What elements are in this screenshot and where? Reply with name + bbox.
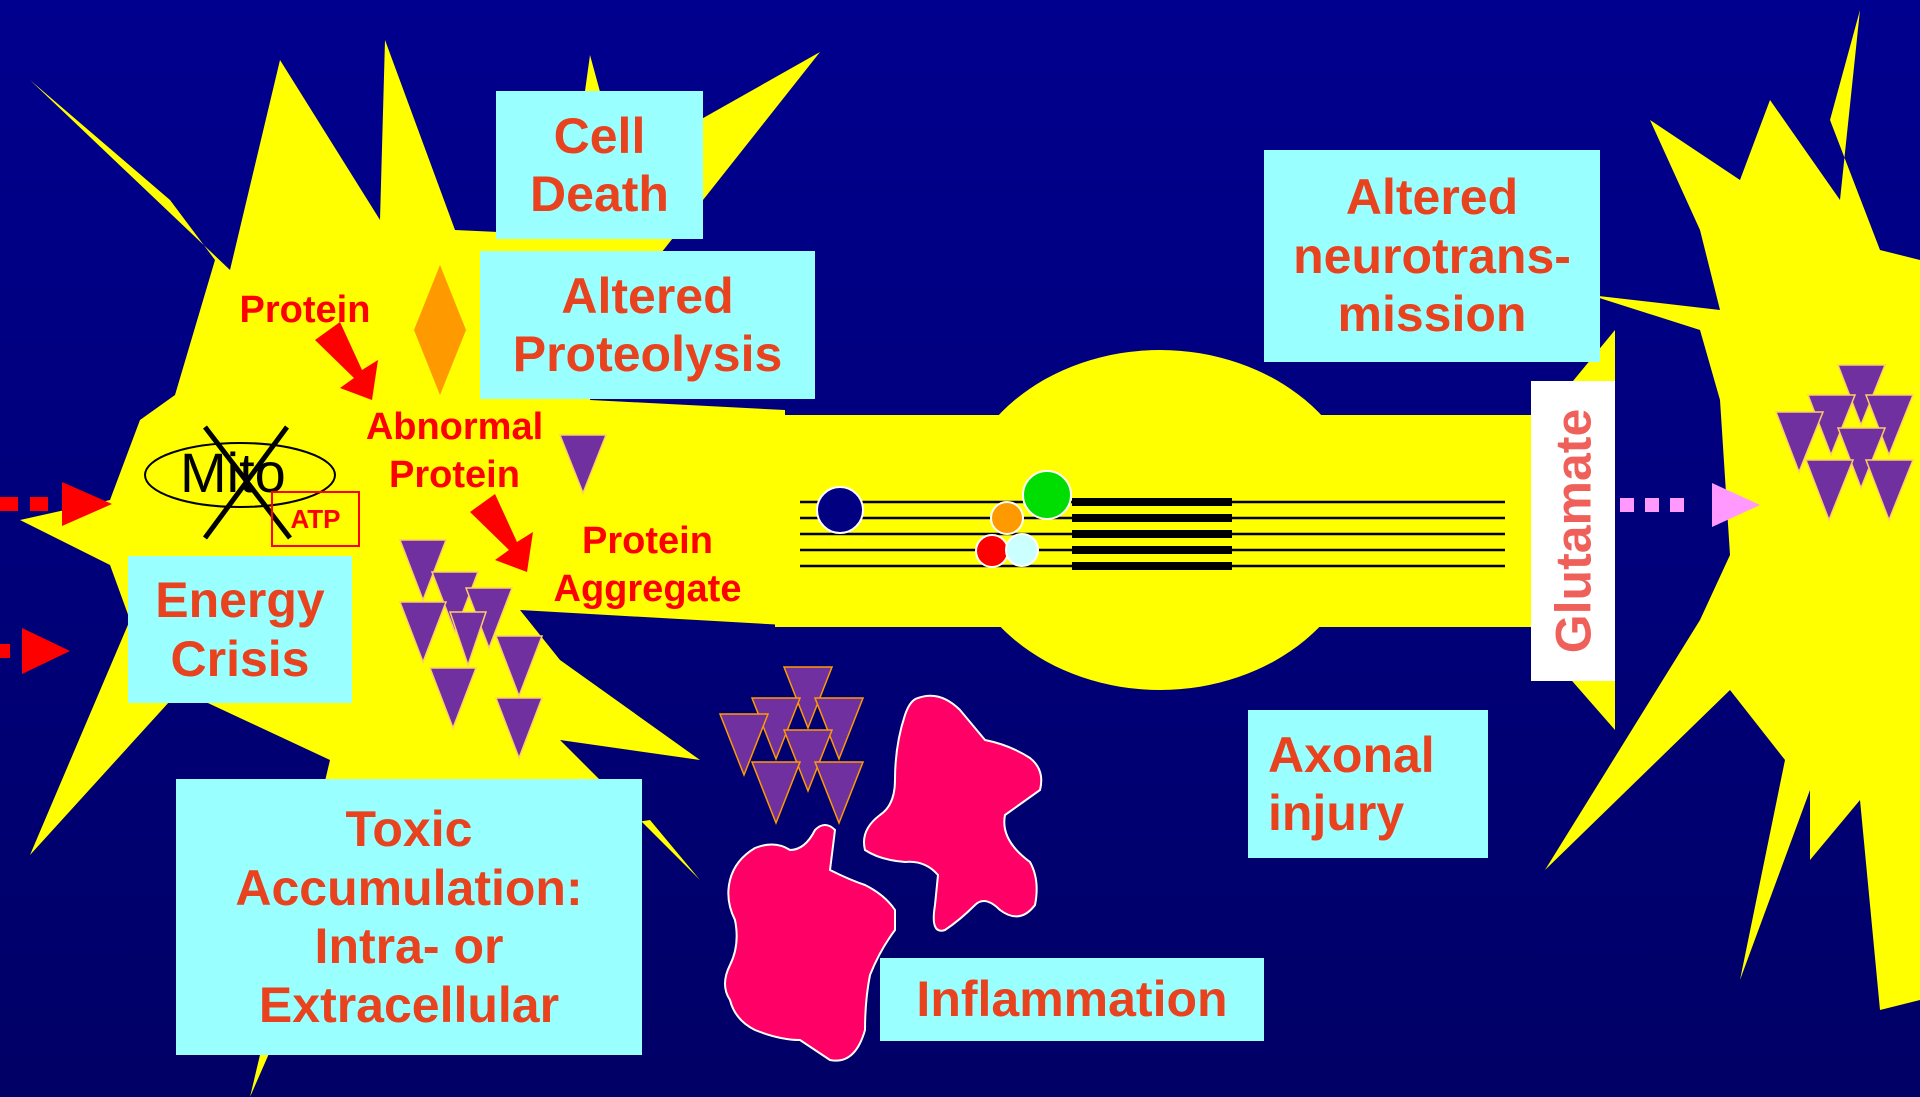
altered-proteolysis-label: Altered Proteolysis — [484, 267, 811, 384]
atp-label: ATP — [271, 491, 360, 547]
protein-label: Protein — [225, 287, 385, 335]
altered-proteolysis-box: Altered Proteolysis — [480, 251, 815, 399]
glutamate-label: Glutamate — [1544, 409, 1602, 654]
vesicle-navy — [817, 487, 863, 533]
altered-neurotransmission-label: Altered neurotrans-mission — [1268, 168, 1596, 344]
axonal-injury-label: Axonal injury — [1268, 726, 1488, 843]
glutamate-box: Glutamate — [1531, 381, 1615, 681]
inflammation-label: Inflammation — [916, 970, 1227, 1029]
toxic-accumulation-label: Toxic Accumulation: Intra- or Extracellu… — [182, 800, 636, 1034]
protein-aggregate-label: Protein Aggregate — [540, 518, 755, 613]
vesicle-green — [1023, 471, 1071, 519]
toxic-accumulation-box: Toxic Accumulation: Intra- or Extracellu… — [176, 779, 642, 1055]
mito-label: Mito — [180, 440, 286, 505]
vesicle-red — [976, 535, 1008, 567]
vesicle-lightblue — [1006, 534, 1038, 566]
abnormal-protein-label: Abnormal Protein — [352, 404, 557, 499]
energy-crisis-label: Energy Crisis — [132, 571, 348, 688]
cell-death-box: Cell Death — [496, 91, 703, 239]
energy-crisis-box: Energy Crisis — [128, 556, 352, 703]
inflammation-box: Inflammation — [880, 958, 1264, 1041]
cell-death-label: Cell Death — [500, 107, 699, 224]
axonal-injury-box: Axonal injury — [1248, 710, 1488, 858]
vesicle-orange — [991, 502, 1023, 534]
altered-neurotransmission-box: Altered neurotrans-mission — [1264, 150, 1600, 362]
